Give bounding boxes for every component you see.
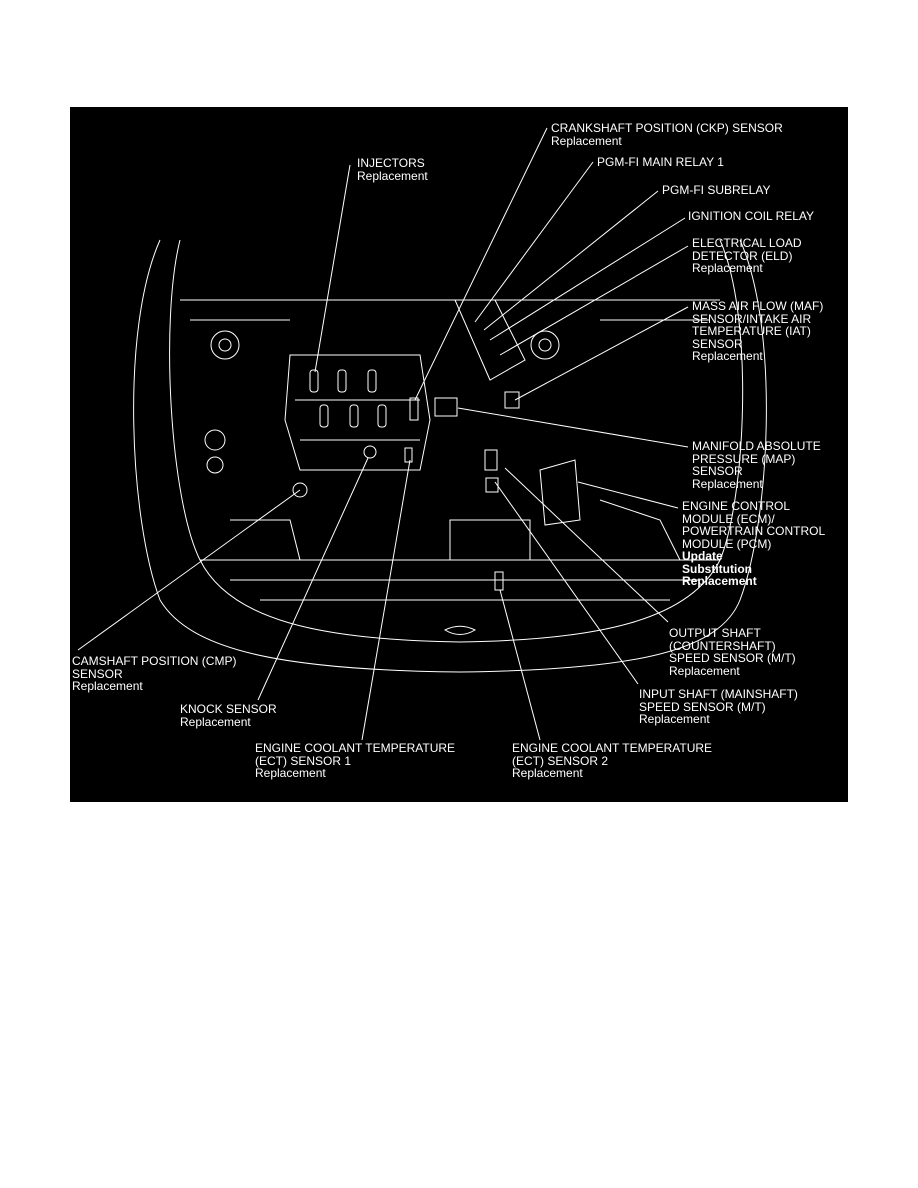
ecm-box	[539, 459, 581, 526]
engine-block	[284, 354, 431, 471]
leader-lines	[77, 127, 689, 741]
label-main-relay: PGM-FI MAIN RELAY 1	[597, 155, 724, 169]
label-ect-sensor-1: ENGINE COOLANT TEMPERATURE(ECT) SENSOR 1…	[255, 741, 456, 780]
label-input-shaft-sensor: INPUT SHAFT (MAINSHAFT)SPEED SENSOR (M/T…	[639, 687, 798, 726]
hood-outline	[133, 239, 767, 673]
engine-compartment-drawing	[77, 127, 767, 741]
label-ect-sensor-2: ENGINE COOLANT TEMPERATURE(ECT) SENSOR 2…	[512, 741, 713, 780]
relay-box	[454, 299, 526, 381]
injector-shapes	[309, 369, 387, 428]
label-ignition-coil-relay: IGNITION COIL RELAY	[688, 209, 815, 223]
label-output-shaft-sensor: OUTPUT SHAFT(COUNTERSHAFT)SPEED SENSOR (…	[669, 626, 796, 678]
label-subrelay: PGM-FI SUBRELAY	[662, 183, 771, 197]
